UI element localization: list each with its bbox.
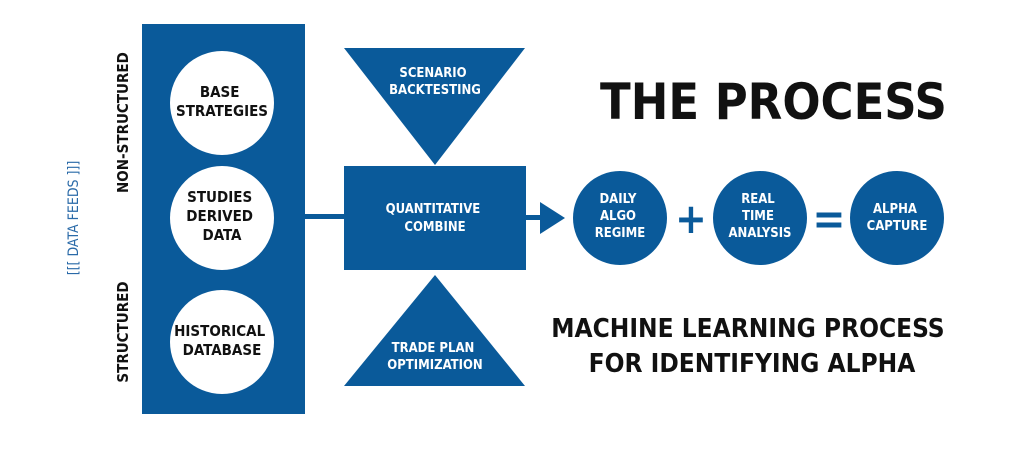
combine-line: QUANTITATIVE (386, 202, 481, 217)
stage-line: REGIME (595, 226, 646, 241)
stage-line: REAL (741, 192, 775, 207)
data-feeds-label: [[[ DATA FEEDS ]]] (66, 160, 82, 276)
tradeplan-line: OPTIMIZATION (387, 358, 482, 373)
source-circle (170, 166, 274, 270)
stage-real-time-analysis: REAL TIME ANALYSIS (713, 171, 807, 265)
scenario-backtesting: SCENARIO BACKTESTING (344, 48, 525, 165)
source-line: STRATEGIES (176, 102, 268, 120)
quantitative-combine: QUANTITATIVE COMBINE (344, 166, 526, 270)
source-line: BASE (200, 83, 240, 101)
scenario-line: SCENARIO (399, 66, 466, 81)
stage-circle (850, 171, 944, 265)
scenario-line: BACKTESTING (389, 83, 481, 98)
source-text: HISTORICAL DATABASE (174, 322, 270, 359)
tradeplan-text: TRADE PLAN OPTIMIZATION (387, 341, 482, 373)
source-circle (170, 290, 274, 394)
stage-line: ANALYSIS (729, 226, 792, 241)
source-circle (170, 51, 274, 155)
structured-label: STRUCTURED (114, 281, 132, 383)
equals-icon: = (812, 194, 845, 245)
tradeplan-triangle (344, 275, 525, 386)
tradeplan-line: TRADE PLAN (392, 341, 475, 356)
combine-box (344, 166, 526, 270)
subtitle: MACHINE LEARNING PROCESS FOR IDENTIFYING… (551, 314, 953, 379)
arrow-shaft (526, 215, 542, 220)
combine-line: COMBINE (404, 220, 465, 235)
stage-text: DAILY ALGO REGIME (595, 192, 646, 241)
stage-line: ALPHA (873, 202, 917, 217)
source-base-strategies: BASE STRATEGIES (170, 51, 274, 155)
stage-circle (713, 171, 807, 265)
flow-arrow (526, 202, 565, 234)
arrow-head-icon (540, 202, 565, 234)
page-title: THE PROCESS (600, 73, 947, 131)
scenario-text: SCENARIO BACKTESTING (389, 66, 481, 98)
source-line: STUDIES (187, 188, 252, 206)
subtitle-line: MACHINE LEARNING PROCESS (551, 314, 944, 344)
scenario-triangle (344, 48, 525, 165)
non-structured-label: NON-STRUCTURED (114, 52, 132, 193)
stage-line: DAILY (599, 192, 637, 207)
source-line: DERIVED (186, 207, 253, 225)
stage-line: CAPTURE (867, 219, 928, 234)
source-line: HISTORICAL (174, 322, 265, 340)
stage-circle (573, 171, 667, 265)
source-text: STUDIES DERIVED DATA (186, 188, 257, 244)
plus-icon: + (675, 194, 707, 243)
stage-line: ALGO (600, 209, 636, 224)
combine-text: QUANTITATIVE COMBINE (386, 202, 485, 235)
subtitle-line: FOR IDENTIFYING ALPHA (589, 349, 916, 379)
stage-line: TIME (742, 209, 774, 224)
source-historical-database: HISTORICAL DATABASE (170, 290, 274, 394)
trade-plan-optimization: TRADE PLAN OPTIMIZATION (344, 275, 525, 386)
stage-text: ALPHA CAPTURE (867, 202, 928, 234)
stage-alpha-capture: ALPHA CAPTURE (850, 171, 944, 265)
panel-connector (305, 214, 345, 219)
source-text: BASE STRATEGIES (176, 83, 268, 120)
source-line: DATABASE (183, 341, 262, 359)
source-studies-derived-data: STUDIES DERIVED DATA (170, 166, 274, 270)
source-line: DATA (203, 226, 243, 244)
stage-daily-algo-regime: DAILY ALGO REGIME (573, 171, 667, 265)
stage-text: REAL TIME ANALYSIS (729, 192, 792, 241)
